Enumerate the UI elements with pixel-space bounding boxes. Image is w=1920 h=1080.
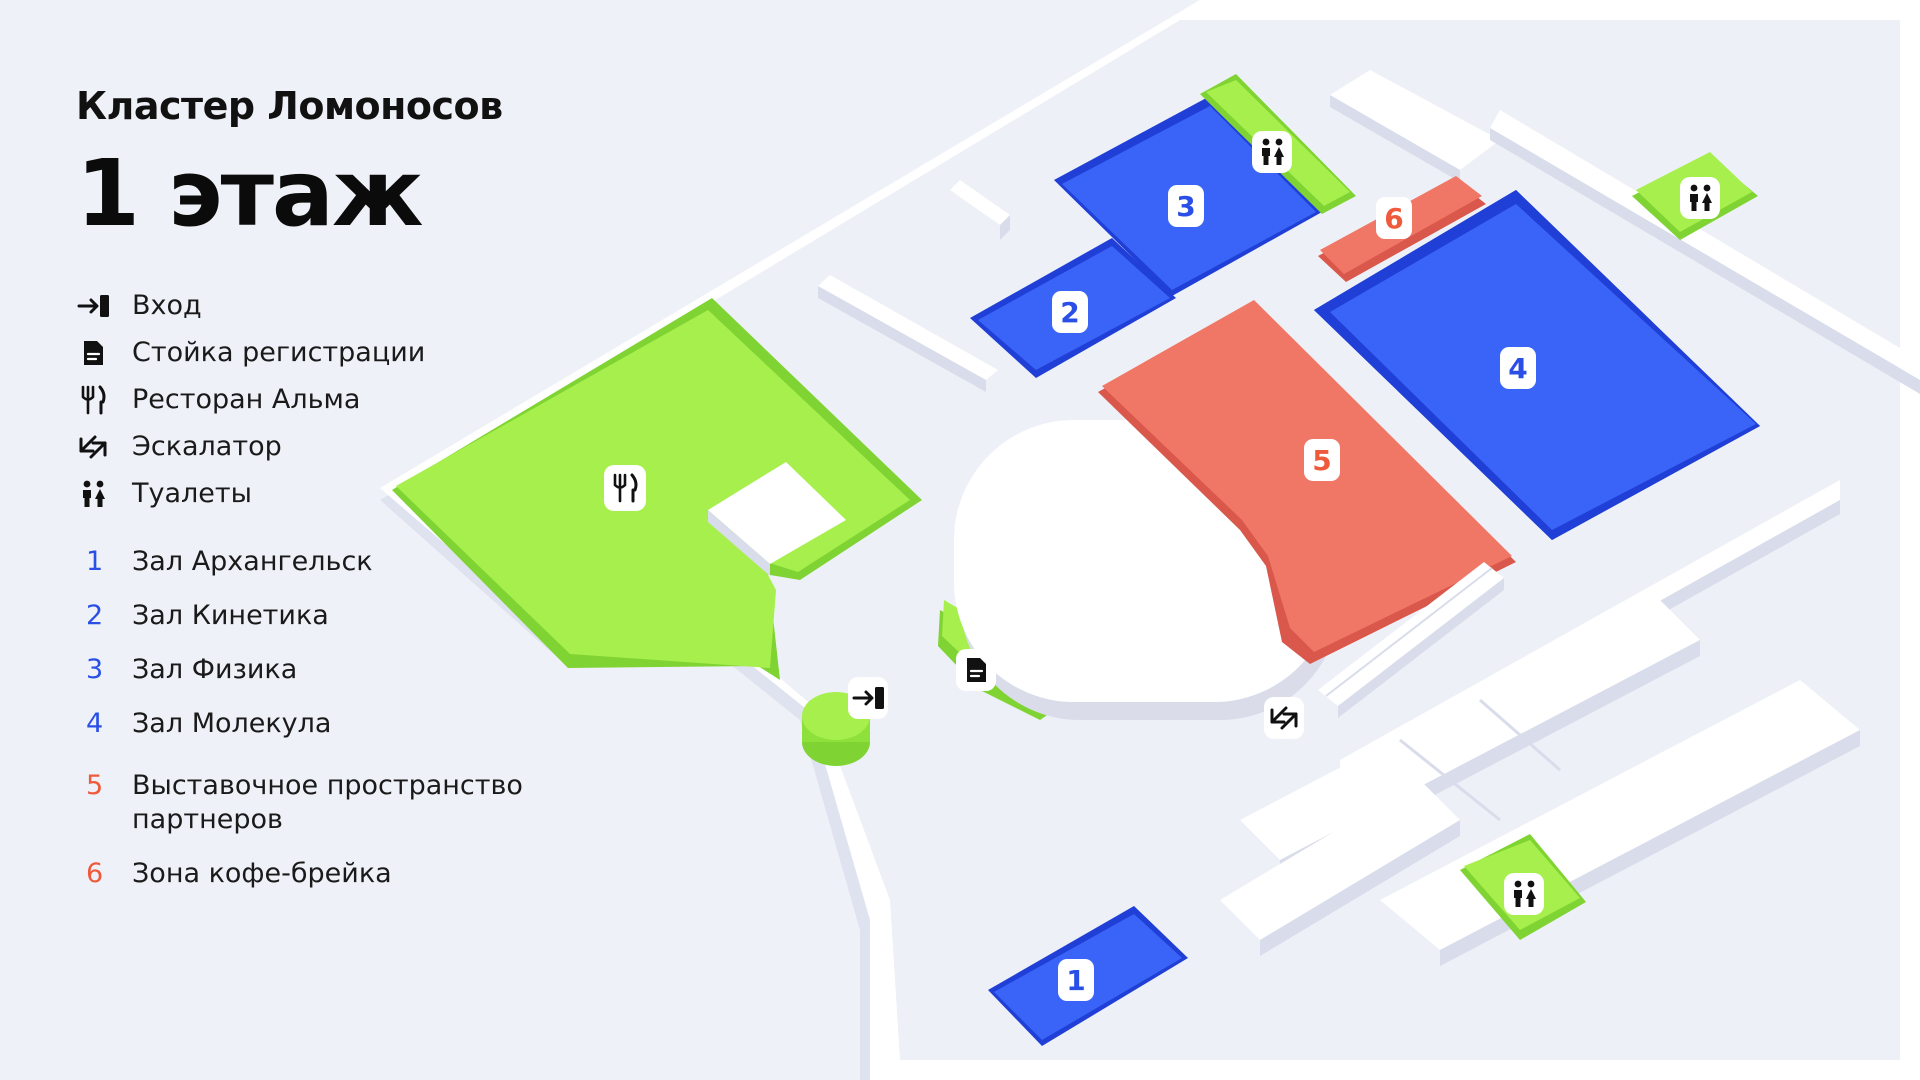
legend-label: Стойка регистрации — [132, 337, 426, 368]
cluster-title: Кластер Ломоносов — [76, 84, 503, 128]
svg-text:1: 1 — [1066, 964, 1085, 997]
legend-label: Ресторан Альма — [132, 384, 361, 415]
hall-number: 4 — [86, 708, 104, 739]
svg-text:4: 4 — [1508, 352, 1527, 385]
legend-hall-2: 2 Зал Кинетика — [76, 599, 636, 633]
svg-text:3: 3 — [1176, 190, 1195, 223]
hall-1-marker[interactable]: 1 — [1058, 959, 1094, 1001]
restaurant-icon[interactable] — [604, 465, 646, 511]
hall-label: Зал Физика — [132, 654, 298, 685]
restroom-icon[interactable] — [1680, 177, 1720, 219]
legend-label: Эскалатор — [132, 431, 282, 462]
legend-panel: Кластер Ломоносов 1 этаж Вход Стойка рег… — [76, 84, 636, 911]
escalator-icon[interactable] — [1264, 697, 1304, 739]
hall-number: 1 — [86, 546, 104, 577]
restaurant-area[interactable] — [392, 298, 922, 680]
entrance-platform — [802, 692, 870, 766]
registration-desk-icon — [76, 336, 110, 370]
legend-label: Туалеты — [132, 478, 252, 509]
hall-number: 5 — [86, 770, 104, 801]
hall-label: Зал Архангельск — [132, 546, 373, 577]
legend-item-registration: Стойка регистрации — [76, 329, 636, 376]
svg-text:5: 5 — [1312, 444, 1331, 477]
hall-label: Зона кофе-брейка — [132, 858, 392, 889]
legend-item-restaurant: Ресторан Альма — [76, 376, 636, 423]
floor-title: 1 этаж — [76, 140, 424, 247]
hall-number: 2 — [86, 600, 104, 631]
entrance-icon — [76, 289, 110, 323]
legend-hall-4: 4 Зал Молекула — [76, 707, 636, 741]
hall-label: Выставочное пространство партнеров — [132, 770, 523, 835]
icon-legend: Вход Стойка регистрации Ресторан Альма Э… — [76, 282, 636, 517]
legend-label: Вход — [132, 290, 202, 321]
registration-desk-icon[interactable] — [956, 649, 996, 691]
hall-label: Зал Кинетика — [132, 600, 329, 631]
legend-item-entrance: Вход — [76, 282, 636, 329]
hall-number: 6 — [86, 858, 104, 889]
legend-hall-5: 5 Выставочное пространство партнеров — [76, 769, 636, 837]
restaurant-icon — [76, 383, 110, 417]
hall-number: 3 — [86, 654, 104, 685]
hall-4-area[interactable] — [1314, 190, 1760, 540]
hall-5-marker[interactable]: 5 — [1304, 439, 1340, 481]
hall-4-marker[interactable]: 4 — [1500, 347, 1536, 389]
escalator — [1318, 562, 1504, 718]
legend-item-escalator: Эскалатор — [76, 423, 636, 470]
legend-hall-1: 1 Зал Архангельск — [76, 545, 636, 579]
legend-hall-3: 3 Зал Физика — [76, 653, 636, 687]
restroom-icon[interactable] — [1252, 131, 1292, 173]
entrance-icon[interactable] — [848, 677, 888, 719]
hall-label: Зал Молекула — [132, 708, 332, 739]
restroom-icon[interactable] — [1504, 873, 1544, 915]
svg-text:6: 6 — [1384, 202, 1403, 235]
restroom-icon — [76, 477, 110, 511]
hall-6-marker[interactable]: 6 — [1376, 197, 1412, 239]
legend-item-restroom: Туалеты — [76, 470, 636, 517]
hall-legend: 1 Зал Архангельск 2 Зал Кинетика 3 Зал Ф… — [76, 545, 636, 891]
legend-hall-6: 6 Зона кофе-брейка — [76, 857, 636, 891]
hall-3-marker[interactable]: 3 — [1168, 185, 1204, 227]
escalator-icon — [76, 430, 110, 464]
svg-text:2: 2 — [1060, 296, 1079, 329]
hall-2-marker[interactable]: 2 — [1052, 291, 1088, 333]
